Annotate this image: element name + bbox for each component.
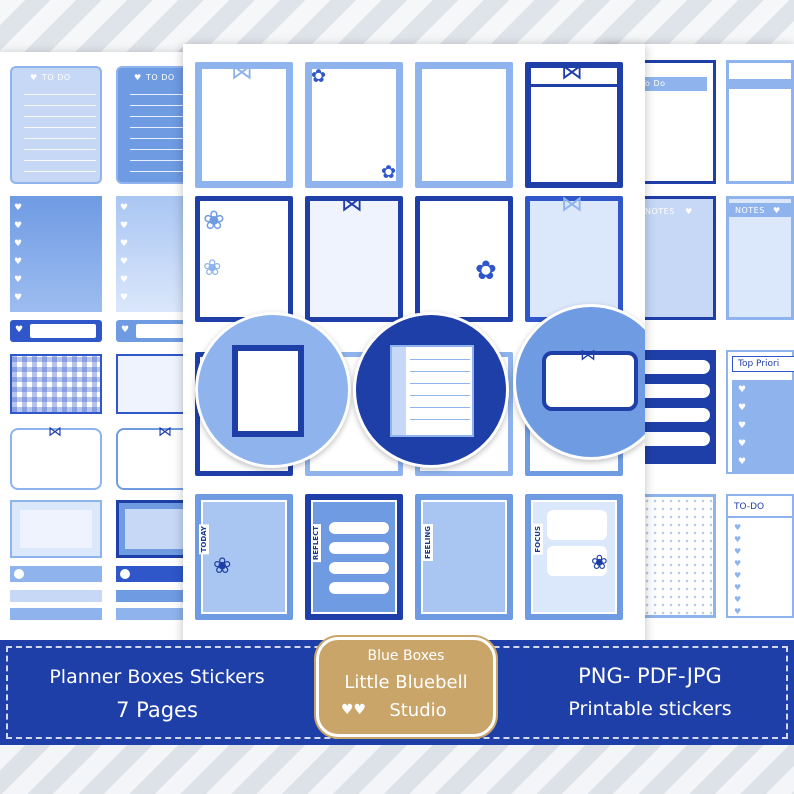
todo-label: TO DO (146, 73, 175, 82)
featured-circle (195, 312, 351, 468)
rose-icon: ❀ (203, 256, 222, 281)
heart-icon: ♥ (120, 239, 129, 249)
top-priority-sticker: Top Priori ♥ ♥ ♥ ♥ ♥ (726, 350, 794, 474)
reflect-sticker: REFLECT (305, 494, 403, 620)
top-priority-label: Top Priori (738, 359, 780, 369)
sticker-sheet-left: ♥ TO DO ♥ TO DO ♥ ♥ ♥ ♥ ♥ ♥ ♥ ♥ ♥ ♥ ♥ ♥ … (0, 52, 200, 652)
feeling-sticker: FEELING (415, 494, 513, 620)
lined-area (130, 94, 196, 182)
bars-sticker (632, 350, 716, 464)
heart-icon: ♥ (773, 206, 781, 215)
heart-icon: ♥ (120, 275, 129, 285)
heart-icon: ♥ (738, 457, 747, 467)
bow-icon: ⋈ (580, 345, 596, 364)
todo-label: TO-DO (734, 502, 765, 512)
strip (116, 590, 200, 602)
heart-icon: ♥ (14, 221, 23, 231)
feeling-label: FEELING (423, 524, 433, 562)
rose-icon: ❀ (203, 206, 225, 236)
heart-icon: ♥ (738, 385, 747, 395)
heart-icon: ♥ (14, 293, 23, 303)
lined-area (24, 94, 96, 182)
heart-bar: ♥ (116, 320, 200, 342)
bow-sticker: ⋈ (10, 424, 102, 490)
header-sticker (726, 60, 794, 184)
strip (10, 608, 102, 620)
heart-icon: ♥ (120, 293, 129, 303)
bow-frame-sticker: ⋈ (195, 60, 293, 188)
double-heart-icon: ♥♥ (341, 702, 367, 718)
floral-frame-sticker: ✿ (415, 196, 513, 322)
banner-subtitle: Printable stickers (568, 698, 732, 720)
brand-badge: Blue Boxes Little Bluebell Studio ♥♥ (316, 637, 496, 737)
heart-icon: ♥ (14, 203, 23, 213)
heart-icon: ♥ (30, 73, 38, 82)
hearts-checklist: ♥ ♥ ♥ ♥ ♥ ♥ (10, 196, 102, 312)
heart-icon: ♥ (685, 207, 693, 216)
dotted-sticker (632, 494, 716, 618)
notes-label: NOTES (735, 206, 765, 215)
heart-icon: ♥ (738, 421, 747, 431)
badge-line-3: Studio (389, 700, 447, 721)
strip (10, 590, 102, 602)
reflect-label: REFLECT (311, 524, 321, 563)
heart-icon: ♥ (14, 257, 23, 267)
strip (116, 608, 200, 620)
heart-icon: ♥♥♥♥♥♥♥♥ (734, 523, 742, 616)
heart-icon: ♥ (738, 439, 747, 449)
notes-label: NOTES (645, 207, 675, 216)
banner-page-count: 7 Pages (116, 698, 198, 722)
plain-frame-sticker (415, 62, 513, 188)
focus-label: FOCUS (533, 524, 543, 555)
focus-sticker: FOCUS ❀ (525, 494, 623, 620)
heart-icon: ♥ (14, 275, 23, 285)
rose-icon: ❀ (213, 554, 232, 579)
badge-line-1: Blue Boxes (367, 648, 445, 664)
featured-circle: ⋈ (513, 304, 645, 460)
rose-icon: ❀ (591, 550, 608, 574)
bow-icon: ⋈ (561, 192, 583, 217)
heart-icon: ♥ (14, 239, 23, 249)
heart-icon: ♥ (121, 325, 130, 335)
sticker-sheet-center: ⋈ ✿ ✿ ⋈ ❀ ❀ ⋈ ✿ ⋈ (183, 44, 645, 652)
floral-frame-sticker: ✿ ✿ (305, 62, 403, 188)
bow-icon: ⋈ (341, 192, 363, 217)
notes-sticker: NOTES ♥ (726, 196, 794, 320)
leaf-pattern-sticker: ⋈ (525, 192, 623, 322)
bow-pattern-sticker: ⋈ (305, 192, 403, 322)
banner-title: Planner Boxes Stickers (49, 666, 265, 688)
heart-icon: ♥ (738, 403, 747, 413)
bow-icon: ⋈ (48, 424, 62, 440)
heart-icon: ♥ (15, 325, 24, 335)
heart-bar: ♥ (10, 320, 102, 342)
today-label: TODAY (199, 524, 209, 555)
heart-icon: ♥ (134, 73, 142, 82)
bottom-background-strip (0, 745, 794, 794)
heart-icon: ♥ (120, 257, 129, 267)
circle-bar (10, 566, 102, 582)
floral-frame-sticker: ❀ ❀ (195, 196, 293, 322)
bow-icon: ⋈ (231, 60, 253, 85)
rose-icon: ✿ (381, 162, 397, 183)
banner-formats: PNG- PDF-JPG (578, 664, 722, 688)
todo-label: To Do (641, 79, 666, 88)
circle-bar (116, 566, 200, 582)
gingham-sticker (10, 354, 102, 414)
heart-icon: ♥ (120, 221, 129, 231)
today-sticker: TODAY ❀ (195, 494, 293, 620)
badge-line-2: Little Bluebell (344, 672, 468, 693)
todo-label: TO DO (42, 73, 71, 82)
todo-sticker: TO-DO ♥♥♥♥♥♥♥♥ (726, 494, 794, 618)
bow-icon: ⋈ (561, 60, 583, 85)
bow-frame-sticker: ⋈ (525, 60, 623, 188)
featured-circle (353, 312, 509, 468)
bow-icon: ⋈ (158, 424, 172, 440)
frame-sticker (10, 500, 102, 558)
heart-icon: ♥ (120, 203, 129, 213)
rose-icon: ✿ (475, 256, 497, 286)
rose-icon: ✿ (311, 66, 327, 87)
todo-sticker: ♥ TO DO (10, 66, 102, 184)
